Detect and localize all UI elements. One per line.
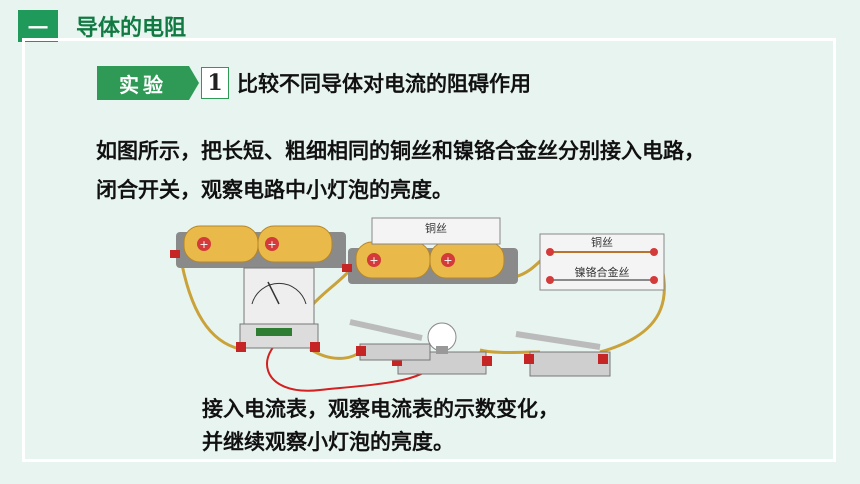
board2-top-label: 铜丝: [591, 235, 613, 249]
experiment-title: 比较不同导体对电流的阻碍作用: [237, 72, 531, 96]
experiment-heading: 实验 1 比较不同导体对电流的阻碍作用: [97, 66, 531, 100]
content-frame: [22, 38, 836, 462]
caption-line-1: 接入电流表，观察电流表的示数变化，: [202, 397, 559, 421]
board2-bottom-label: 镍铬合金丝: [575, 265, 630, 279]
ammeter-red-wire: [266, 329, 436, 392]
battery-holder-right: + +: [342, 241, 518, 284]
svg-text:+: +: [199, 238, 208, 251]
switch-left: [349, 319, 431, 361]
header-bar: 一 导体的电阻: [0, 0, 860, 52]
svg-text:+: +: [369, 254, 378, 267]
svg-text:+: +: [267, 238, 276, 251]
board1-label: 铜丝: [425, 221, 447, 235]
wire-comparison-board: 铜丝 镍铬合金丝: [539, 233, 665, 291]
experiment-tag: 实验: [97, 66, 189, 100]
description-line-2: 闭合开关，观察电路中小灯泡的亮度。: [96, 178, 453, 202]
description-paragraph: 如图所示，把长短、粗细相同的铜丝和镍铬合金丝分别接入电路， 闭合开关，观察电路中…: [96, 132, 836, 210]
svg-text:+: +: [443, 254, 452, 267]
description-line-1: 如图所示，把长短、粗细相同的铜丝和镍铬合金丝分别接入电路，: [96, 139, 705, 163]
copper-wire-board: 铜丝: [371, 217, 501, 245]
experiment-number: 1: [201, 67, 229, 99]
section-number-badge: 一: [18, 10, 58, 42]
switch-right: [515, 331, 611, 377]
circuit-apparatus-illustration: + + + + 铜丝 铜丝 镍铬合金丝: [170, 217, 666, 392]
section-title: 导体的电阻: [66, 10, 197, 42]
ammeter: [236, 267, 320, 352]
experiment-tag-arrow-icon: [189, 66, 199, 100]
caption: 接入电流表，观察电流表的示数变化， 并继续观察小灯泡的亮度。: [202, 393, 559, 459]
caption-line-2: 并继续观察小灯泡的亮度。: [202, 430, 454, 454]
battery-holder-left: + +: [170, 225, 346, 268]
